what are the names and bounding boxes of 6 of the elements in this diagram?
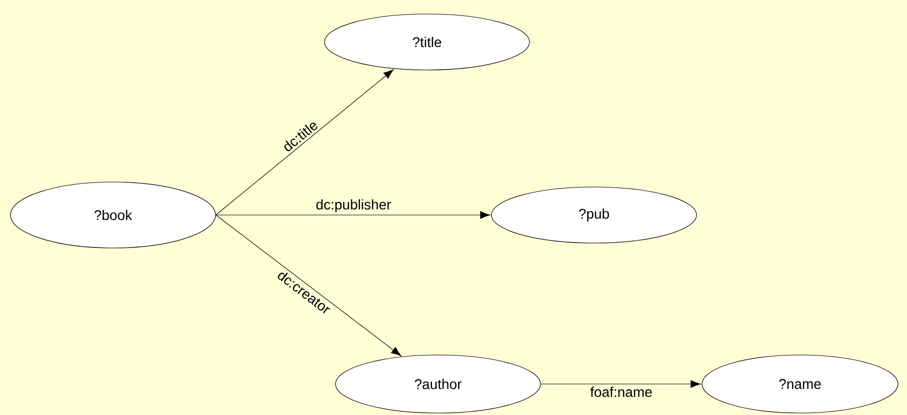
edge-label: dc:publisher bbox=[314, 198, 393, 214]
arrow bbox=[216, 69, 394, 216]
arrow bbox=[216, 211, 490, 219]
edge-label: foaf:name bbox=[588, 385, 654, 398]
arrow bbox=[216, 214, 402, 356]
arrow bbox=[540, 380, 701, 388]
